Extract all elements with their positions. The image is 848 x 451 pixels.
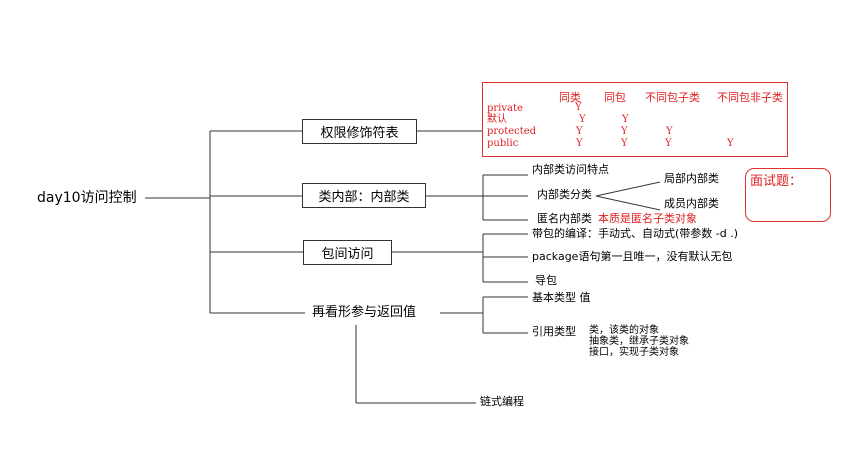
perm-cell: Y: [621, 126, 628, 137]
param-reference-detail: 抽象类，继承子类对象: [589, 336, 689, 347]
param-basic: 基本类型 值: [532, 291, 591, 304]
perm-cell: Y: [576, 126, 583, 137]
member-inner-class: 成员内部类: [664, 197, 719, 210]
package-item: package语句第一且唯一，没有默认无包: [532, 250, 733, 263]
perm-cell: Y: [576, 138, 583, 149]
node-perm-table: 权限修饰符表: [302, 119, 417, 144]
perm-cell: Y: [666, 126, 673, 137]
perm-row-name: protected: [487, 126, 537, 137]
perm-header: 同包: [604, 91, 626, 104]
perm-header: 不同包非子类: [717, 91, 783, 104]
perm-cell: Y: [579, 114, 586, 125]
perm-cell: Y: [727, 138, 734, 149]
perm-row-name: private: [487, 103, 523, 114]
param-reference: 引用类型: [532, 325, 576, 338]
node-params-return: 再看形参与返回值: [312, 305, 417, 320]
perm-row-name: public: [487, 138, 519, 149]
interview-box: 面试题：: [745, 168, 831, 222]
perm-header: 不同包子类: [645, 91, 700, 104]
param-reference-detail: 类，该类的对象: [589, 325, 659, 336]
interview-label: 面试题：: [750, 174, 803, 189]
inner-access-features: 内部类访问特点: [532, 163, 609, 176]
node-chain: 链式编程: [480, 395, 524, 408]
perm-cell: Y: [665, 138, 672, 149]
perm-cell: Y: [622, 114, 629, 125]
perm-row-name: 默认: [487, 114, 507, 125]
local-inner-class: 局部内部类: [664, 172, 719, 185]
package-item: 导包: [535, 274, 557, 287]
inner-classification: 内部类分类: [537, 188, 592, 201]
permission-table: 同类 同包 不同包子类 不同包非子类 private Y 默认 Y Y prot…: [482, 82, 788, 157]
perm-cell: Y: [621, 138, 628, 149]
anonymous-note: 本质是匿名子类对象: [598, 212, 697, 225]
package-item: 带包的编译：手动式、自动式(带参数 -d .): [532, 227, 739, 240]
perm-cell: Y: [575, 102, 582, 113]
anonymous-inner-class: 匿名内部类: [537, 212, 592, 225]
perm-header: 同类: [559, 91, 581, 104]
node-package-access: 包间访问: [303, 240, 392, 265]
node-inner-class: 类内部：内部类: [302, 183, 426, 208]
param-reference-detail: 接口，实现子类对象: [589, 347, 679, 358]
root-node: day10访问控制: [37, 190, 137, 206]
